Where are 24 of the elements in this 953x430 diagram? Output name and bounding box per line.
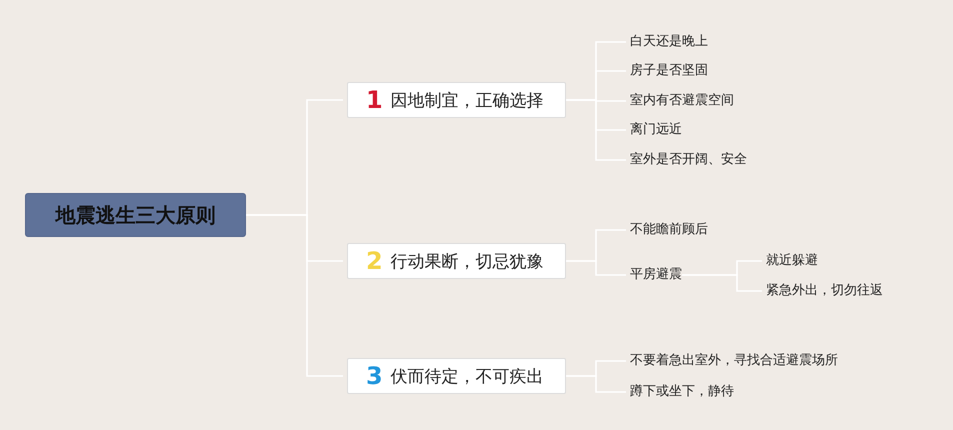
topic-number: 3	[366, 364, 383, 388]
topic-text: 行动果断，切忌犹豫	[390, 250, 544, 272]
subtopic-text: 室内有否避震空间	[630, 91, 734, 111]
subtopic-text: 室外是否开阔、安全	[630, 150, 747, 170]
connector-line	[682, 274, 762, 292]
topic-text: 因地制宜，正确选择	[390, 90, 544, 112]
topic-box	[347, 82, 566, 118]
subtopic-text: 不要着急出室外，寻找合适避震场所	[630, 351, 838, 371]
subtopic-text: 离门远近	[630, 120, 682, 140]
subtopic-text: 平房避震	[630, 265, 682, 285]
subtopic-text: 房子是否坚固	[630, 61, 708, 81]
subtopic-text: 紧急外出，切勿往返	[766, 281, 883, 301]
subtopic-text: 就近躲避	[766, 251, 818, 271]
subtopic-text: 白天还是晚上	[630, 32, 708, 52]
subtopic-text: 蹲下或坐下，静待	[630, 382, 734, 402]
central-topic: 地震逃生三大原则	[25, 193, 246, 237]
topic-text: 伏而待定，不可疾出	[390, 366, 544, 388]
connector-line	[566, 375, 626, 393]
subtopic-text: 不能瞻前顾后	[630, 220, 708, 240]
topic-box	[347, 243, 566, 279]
topic-number: 1	[366, 88, 383, 112]
connector-line	[566, 260, 626, 276]
topic-box	[347, 358, 566, 394]
topic-number: 2	[366, 249, 383, 273]
